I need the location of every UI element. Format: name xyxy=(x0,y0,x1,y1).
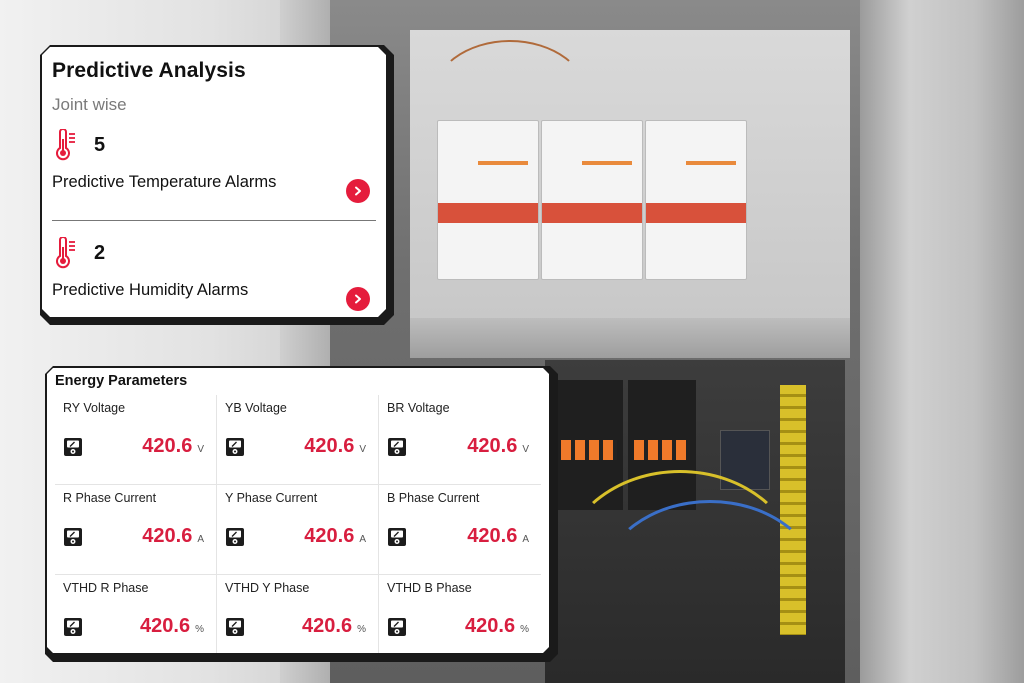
parameter-value: 420.6 xyxy=(302,615,353,637)
parameter-unit: A xyxy=(197,534,204,545)
parameter-value: 420.6 xyxy=(467,525,518,547)
humidity-alarm-item: 2 Predictive Humidity Alarms xyxy=(52,236,376,328)
energy-parameter-cell: YB Voltage 420.6 V xyxy=(217,395,379,485)
divider xyxy=(52,220,376,221)
parameter-unit: % xyxy=(520,624,529,635)
circuit-breaker xyxy=(645,120,747,280)
parameter-value: 420.6 xyxy=(140,615,191,637)
parameter-value: 420.6 xyxy=(142,435,193,457)
parameter-name: R Phase Current xyxy=(63,491,157,505)
energy-parameter-cell: B Phase Current 420.6 A xyxy=(379,485,541,575)
parameter-value: 420.6 xyxy=(142,525,193,547)
din-rail xyxy=(410,318,850,358)
parameter-name: VTHD Y Phase xyxy=(225,581,310,595)
temperature-alarm-open-button[interactable] xyxy=(346,179,370,203)
parameter-name: RY Voltage xyxy=(63,401,126,415)
wire xyxy=(430,40,590,160)
wire xyxy=(560,470,800,670)
meter-icon xyxy=(387,527,407,547)
meter-icon xyxy=(387,617,407,637)
energy-parameters-title: Energy Parameters xyxy=(55,373,188,389)
energy-parameter-cell: VTHD R Phase 420.6% xyxy=(55,575,217,665)
thermometer-icon xyxy=(52,237,78,269)
meter-icon xyxy=(225,437,245,457)
energy-parameter-cell: BR Voltage 420.6 V xyxy=(379,395,541,485)
humidity-alarm-label: Predictive Humidity Alarms xyxy=(52,281,249,299)
predictive-analysis-title: Predictive Analysis xyxy=(52,59,246,82)
meter-icon xyxy=(63,527,83,547)
parameter-name: YB Voltage xyxy=(225,401,287,415)
meter-icon xyxy=(225,527,245,547)
energy-parameter-cell: Y Phase Current 420.6 A xyxy=(217,485,379,575)
parameter-name: Y Phase Current xyxy=(225,491,318,505)
parameter-unit: V xyxy=(359,444,366,455)
parameter-name: BR Voltage xyxy=(387,401,450,415)
parameter-value: 420.6 xyxy=(304,525,355,547)
temperature-alarm-count: 5 xyxy=(94,133,106,156)
meter-icon xyxy=(63,437,83,457)
energy-parameters-grid: RY Voltage 420.6 V YB Voltage 420.6 V BR V… xyxy=(55,395,541,665)
humidity-alarm-count: 2 xyxy=(94,241,106,264)
energy-parameters-panel: Energy Parameters RY Voltage 420.6 V YB V… xyxy=(47,368,549,653)
meter-icon xyxy=(63,617,83,637)
energy-parameter-cell: VTHD B Phase 420.6% xyxy=(379,575,541,665)
parameter-unit: A xyxy=(359,534,366,545)
parameter-unit: A xyxy=(522,534,529,545)
parameter-unit: % xyxy=(357,624,366,635)
chevron-right-icon xyxy=(353,294,363,304)
temperature-alarm-item: 5 Predictive Temperature Alarms xyxy=(52,128,376,220)
energy-parameter-cell: VTHD Y Phase 420.6% xyxy=(217,575,379,665)
parameter-name: VTHD B Phase xyxy=(387,581,472,595)
parameter-name: VTHD R Phase xyxy=(63,581,149,595)
predictive-analysis-card: Predictive Analysis Joint wise 5 Predict… xyxy=(40,45,394,325)
temperature-alarm-label: Predictive Temperature Alarms xyxy=(52,173,277,191)
energy-parameter-cell: RY Voltage 420.6 V xyxy=(55,395,217,485)
cabinet-frame xyxy=(860,0,1024,683)
energy-parameter-cell: R Phase Current 420.6 A xyxy=(55,485,217,575)
wire xyxy=(600,500,820,670)
predictive-analysis-panel: Predictive Analysis Joint wise 5 Predict… xyxy=(42,47,386,317)
chevron-right-icon xyxy=(353,186,363,196)
meter-icon xyxy=(387,437,407,457)
parameter-value: 420.6 xyxy=(304,435,355,457)
parameter-unit: V xyxy=(522,444,529,455)
meter-icon xyxy=(225,617,245,637)
parameter-unit: % xyxy=(195,624,204,635)
parameter-value: 420.6 xyxy=(467,435,518,457)
humidity-alarm-open-button[interactable] xyxy=(346,287,370,311)
thermometer-icon xyxy=(52,129,78,161)
parameter-unit: V xyxy=(197,444,204,455)
parameter-value: 420.6 xyxy=(465,615,516,637)
predictive-analysis-subtitle: Joint wise xyxy=(52,95,127,114)
parameter-name: B Phase Current xyxy=(387,491,480,505)
energy-parameters-card: Energy Parameters RY Voltage 420.6 V YB V… xyxy=(45,366,558,662)
